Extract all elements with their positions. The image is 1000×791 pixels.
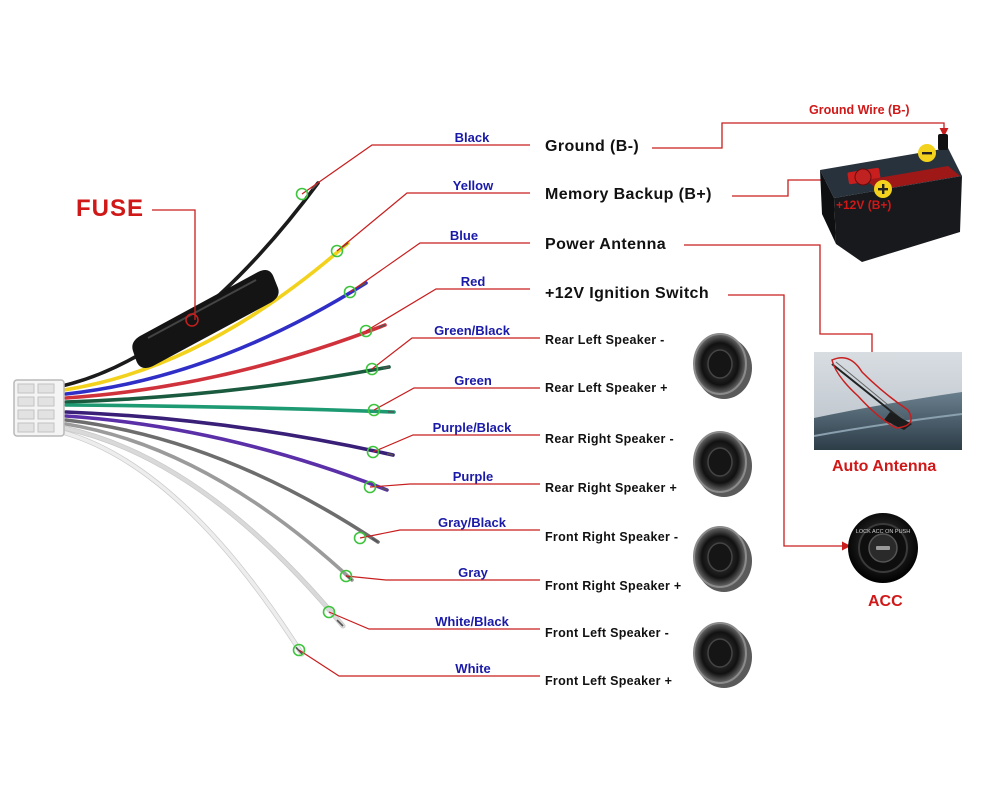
- wire-color-label: Gray/Black: [438, 515, 506, 530]
- acc-key-text: LOCK ACC ON PUSH: [856, 529, 910, 535]
- fuse-leader-marker: [185, 313, 199, 327]
- speaker-icon: [693, 431, 752, 497]
- leader-line: [328, 611, 540, 630]
- component-connection-lines: [652, 122, 949, 551]
- speaker-icon: [693, 333, 752, 399]
- leader-lines: [292, 144, 540, 677]
- wire-color-label: Purple: [452, 469, 494, 484]
- leader-line: [373, 387, 540, 411]
- wire-marker: [343, 285, 357, 299]
- speaker-group: [693, 333, 752, 688]
- speaker-dust-cap: [707, 447, 733, 477]
- wire-function-label: Rear Right Speaker +: [545, 481, 678, 495]
- leader-line: [345, 575, 540, 581]
- wire-function-label: Front Right Speaker +: [545, 579, 682, 593]
- battery-icon: [820, 134, 962, 262]
- wire-green-black: [64, 365, 391, 404]
- fuse-holder-icon: [132, 270, 279, 368]
- wire-color-label: Yellow: [452, 178, 494, 193]
- battery-polarity-label: +12V (B+): [836, 198, 892, 212]
- wire-marker: [367, 403, 381, 417]
- wire-function-label: Front Left Speaker +: [545, 674, 673, 688]
- leader-line: [298, 649, 540, 677]
- fuse-leader: [152, 209, 196, 320]
- speaker-icon: [693, 622, 752, 688]
- speaker-icon: [693, 526, 752, 592]
- speaker-dust-cap: [707, 349, 733, 379]
- leader-line: [365, 288, 530, 332]
- wire-color-label: Red: [460, 274, 486, 289]
- wire-white: [60, 430, 304, 656]
- speaker-dust-cap: [707, 638, 733, 668]
- wire-marker: [339, 569, 353, 583]
- fuse-label: FUSE: [76, 195, 145, 222]
- wire-marker: [322, 605, 336, 619]
- leader-line: [372, 434, 540, 453]
- wire-marker: [365, 362, 379, 376]
- wire-tip: [378, 324, 386, 328]
- acc-label: ACC: [868, 593, 903, 610]
- leader-line: [371, 337, 540, 370]
- wire-function-label: Front Left Speaker -: [545, 626, 670, 640]
- car-roof-antenna-icon: [813, 352, 963, 450]
- ignition-key-icon: LOCK ACC ON PUSH: [848, 513, 918, 583]
- wire-gray-black: [64, 418, 380, 544]
- wire-tip: [336, 619, 344, 627]
- wire-function-label: Memory Backup (B+): [545, 186, 712, 203]
- wire-color-label: Gray: [458, 565, 488, 580]
- wire-color-label: Green/Black: [434, 323, 510, 338]
- leader-line: [359, 529, 540, 539]
- speaker-dust-cap: [707, 542, 733, 572]
- wire-marker: [292, 643, 306, 657]
- wire-red: [64, 323, 387, 400]
- wire-color-label: Blue: [449, 228, 479, 243]
- leader-line: [301, 144, 530, 195]
- wire-tip: [382, 366, 390, 369]
- wire-marker: [359, 324, 373, 338]
- wire-gray: [64, 422, 354, 582]
- wire-white-black: [62, 426, 345, 628]
- leader-line: [349, 242, 530, 293]
- wire-marker: [363, 480, 377, 494]
- wire-marker: [366, 445, 380, 459]
- wire-function-label: Front Right Speaker -: [545, 530, 679, 544]
- wire-color-label: White: [455, 661, 491, 676]
- wire-marker: [353, 531, 367, 545]
- wire-blue: [64, 281, 368, 396]
- ground-wire-label: Ground Wire (B-): [809, 103, 910, 117]
- wire-function-label: Rear Right Speaker -: [545, 432, 674, 446]
- auto-antenna-label: Auto Antenna: [832, 458, 937, 475]
- wire-yellow: [62, 241, 350, 392]
- wiring-connector-icon: [13, 379, 65, 437]
- wire-tip: [380, 487, 388, 491]
- leader-line: [336, 192, 530, 252]
- wire-purple-black: [64, 410, 395, 457]
- wire-color-label: White/Black: [435, 614, 509, 629]
- wire-marker: [330, 244, 344, 258]
- wire-bundle: [59, 181, 396, 657]
- wire-purple: [64, 414, 389, 492]
- wire-function-label: Rear Left Speaker +: [545, 381, 668, 395]
- wire-function-label: Power Antenna: [545, 236, 667, 253]
- wire-green: [64, 403, 396, 414]
- wire-color-label: Black: [454, 130, 490, 145]
- wire-color-label: Purple/Black: [432, 420, 512, 435]
- wire-function-label: Ground (B-): [545, 138, 640, 155]
- wire-marker: [295, 187, 309, 201]
- wire-tip: [386, 452, 394, 456]
- wire-tip: [359, 282, 367, 288]
- wire-color-label: Green: [454, 373, 492, 388]
- wire-function-label: Rear Left Speaker -: [545, 333, 665, 347]
- wire-tip: [371, 537, 379, 543]
- leader-line: [369, 483, 540, 488]
- wire-function-label: +12V Ignition Switch: [545, 285, 710, 302]
